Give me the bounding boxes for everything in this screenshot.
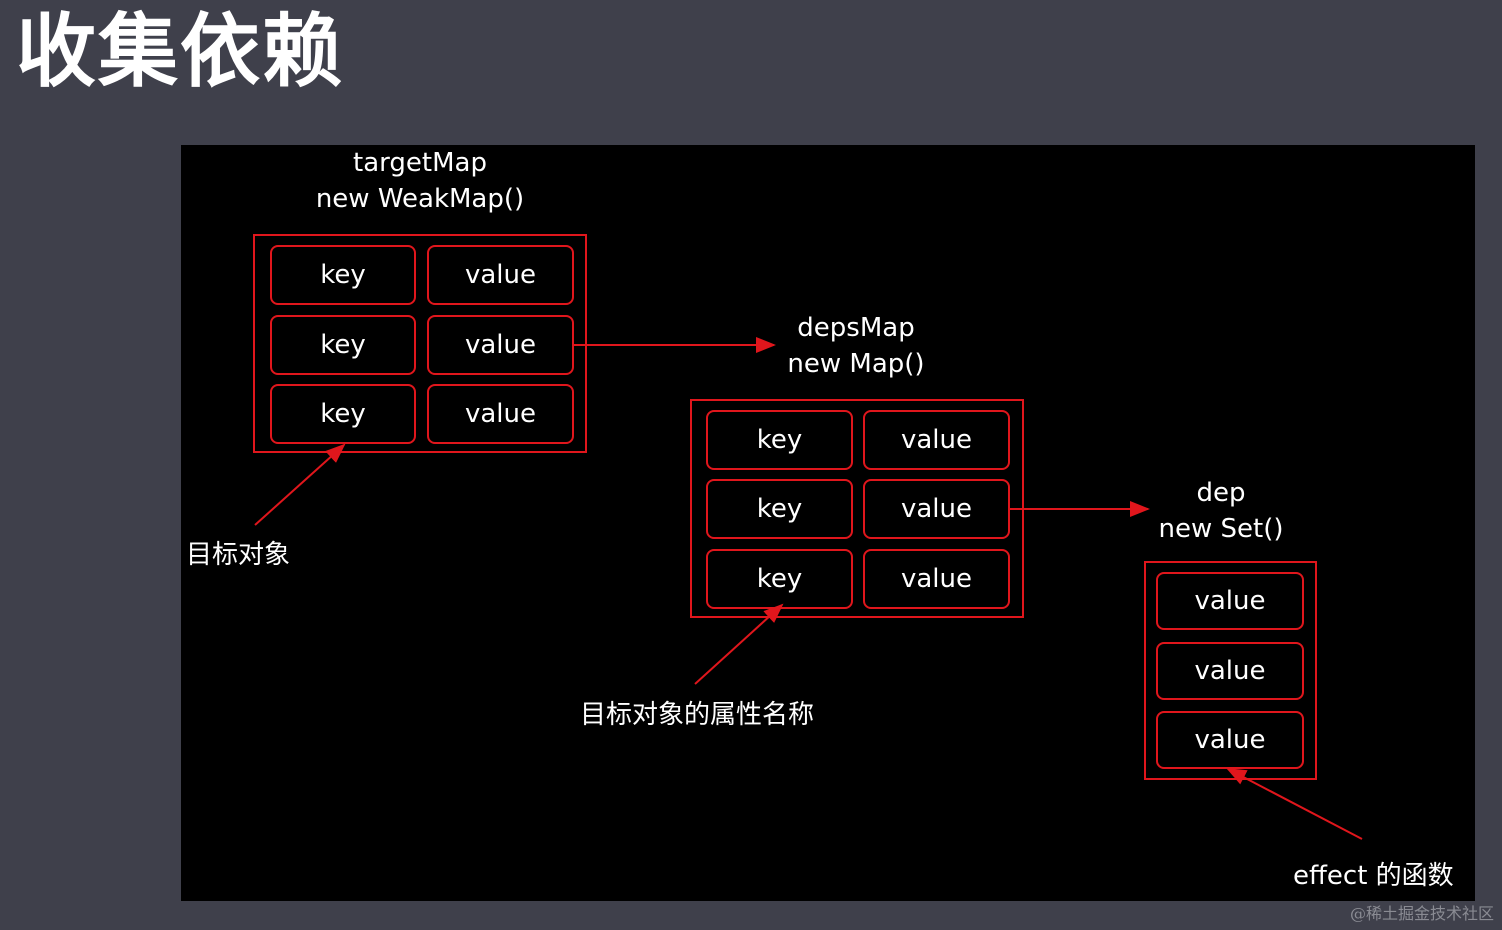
targetmap-ctor: new WeakMap() [315,184,525,214]
dep-ctor: new Set() [1158,514,1284,544]
dep-value-3: value [1156,711,1304,769]
dep-name: dep [1196,478,1246,508]
targetmap-key-3: key [270,384,416,444]
depsmap-key-3: key [706,549,853,609]
annotation-target-object: 目标对象 [186,540,291,570]
targetmap-box [253,234,587,453]
annotation-effect-function: effect 的函数 [1293,861,1454,891]
page-title: 收集依赖 [16,5,344,98]
depsmap-value-3: value [863,549,1010,609]
watermark: @稀土掘金技术社区 [1349,904,1494,923]
dep-value-2: value [1156,642,1304,700]
depsmap-value-1: value [863,410,1010,470]
depsmap-ctor: new Map() [787,349,925,379]
targetmap-name: targetMap [353,148,487,178]
targetmap-value-1: value [427,245,574,305]
dep-value-1: value [1156,572,1304,630]
targetmap-key-2: key [270,315,416,375]
pointer-target-object [254,443,346,526]
depsmap-key-1: key [706,410,853,470]
depsmap-key-2: key [706,479,853,539]
depsmap-name: depsMap [797,313,915,343]
annotation-property-name: 目标对象的属性名称 [580,700,815,730]
targetmap-key-1: key [270,245,416,305]
targetmap-value-3: value [427,384,574,444]
depsmap-value-2: value [863,479,1010,539]
targetmap-value-2: value [427,315,574,375]
diagram-canvas: targetMap new WeakMap() key value key va… [181,145,1475,901]
